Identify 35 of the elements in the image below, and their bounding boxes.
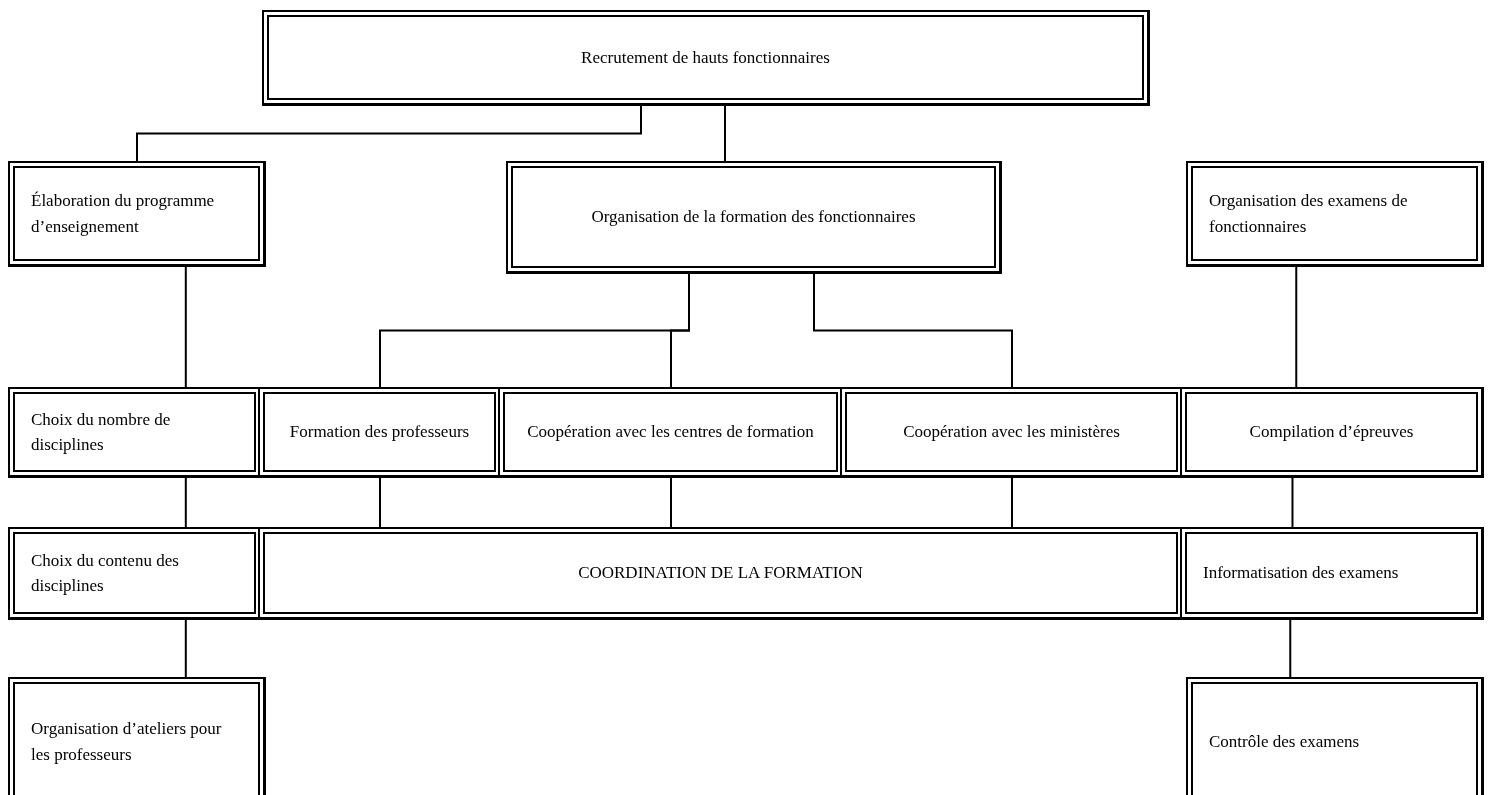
box-label: Informatisation des examens — [1203, 562, 1399, 585]
connector-line — [1289, 619, 1292, 678]
box-label: Choix du contenu des disciplines — [31, 549, 180, 597]
box-label: COORDINATION DE LA FORMATION — [578, 562, 863, 585]
connector-line — [1295, 266, 1298, 388]
org-box — [8, 677, 266, 795]
org-box — [1180, 527, 1484, 620]
box-label: Coopération avec les ministères — [903, 421, 1120, 444]
connector-line — [136, 105, 642, 162]
box-label: Organisation des examens de fonctionnaires — [1209, 190, 1409, 238]
connector-line — [813, 273, 1013, 388]
box-label: Contrôle des examens — [1209, 730, 1360, 753]
org-box — [1186, 161, 1484, 267]
connector-line — [379, 477, 381, 528]
box-label: Élaboration du programme d’enseignement — [31, 190, 216, 238]
org-box — [1180, 387, 1484, 478]
org-box — [8, 161, 266, 267]
connector-line — [184, 477, 187, 528]
connector-line — [670, 477, 672, 528]
connector-line — [1011, 477, 1013, 528]
box-label: Organisation de la formation des fonctionnaires — [591, 206, 916, 229]
box-label: Recrutement de hauts fonctionnaires — [581, 46, 830, 69]
connector-line — [670, 273, 690, 388]
box-label: Coopération avec les centres de formation — [527, 421, 814, 444]
box-label: Organisation d’ateliers pour les professeurs — [31, 718, 223, 766]
connector-line — [184, 619, 187, 678]
connector-line — [724, 105, 726, 162]
box-label: Choix du nombre de disciplines — [31, 408, 172, 456]
org-box — [262, 10, 1150, 106]
org-box — [1186, 677, 1484, 795]
connector-line — [184, 266, 187, 388]
org-box — [506, 161, 1002, 274]
box-label: Formation des professeurs — [289, 421, 470, 444]
connector-line — [1291, 477, 1294, 528]
box-label: Compilation d’épreuves — [1249, 421, 1414, 444]
